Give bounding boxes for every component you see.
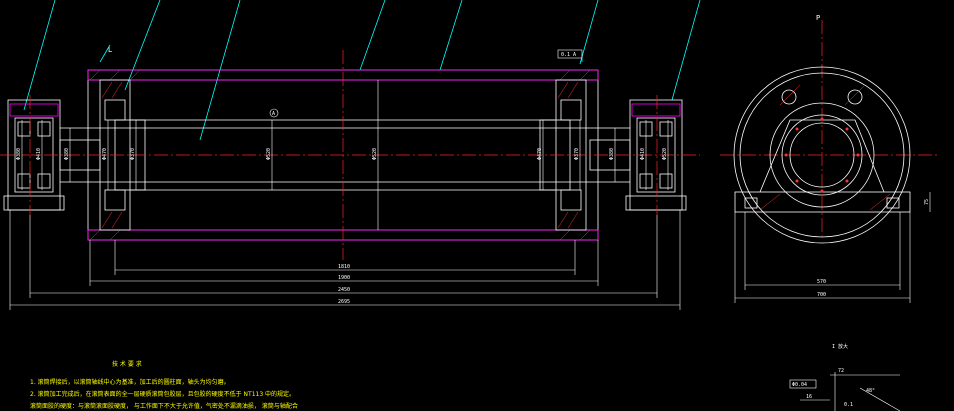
notes-line-3: 滚筒面胶的硬度：与滚筒滚面胶硬度， 与工作面下不大于允许值，气密处不漏滴油损， … (30, 402, 298, 410)
notes-line-1: 1. 滚筒焊接后，以滚筒轴线中心为基准，加工后的圆柱面，轴头为均匀磨。 (30, 378, 230, 386)
dim-2450: 2450 (338, 287, 350, 293)
end-view-dims (734, 192, 931, 303)
dim-v-11: Φ410 (640, 148, 646, 160)
bearing-section (9, 103, 681, 117)
tolerance-frame (557, 49, 583, 59)
dim-v-10: Φ380 (609, 148, 615, 160)
dim-v-2: Φ520 (372, 148, 378, 160)
dim-1900: 1900 (338, 275, 350, 281)
dim-570: 570 (817, 279, 826, 285)
dim-v-4: Φ370 (130, 148, 136, 160)
dim-v-7: Φ380 (16, 148, 22, 160)
detail-val-4: 16 (806, 394, 812, 400)
end-view-hatch (759, 84, 891, 211)
dim-v-1: Φ520 (266, 148, 272, 160)
dim-v-75: 75 (924, 199, 930, 205)
end-view (733, 66, 911, 244)
notes-heading: 技 术 要 求 (112, 360, 142, 368)
dim-700: 700 (817, 292, 826, 298)
balloon-a-label: A (272, 111, 275, 117)
section-mark-p: P (816, 14, 820, 22)
centerlines (0, 20, 940, 260)
dimension-lines (9, 80, 681, 310)
detail-val-1: Φ0.04 (792, 382, 807, 388)
shell-hatch (89, 69, 591, 241)
dim-1810: 1810 (338, 264, 350, 270)
dim-v-5: Φ380 (64, 148, 70, 160)
detail-view (789, 372, 901, 411)
detail-val-5: 0.1 (844, 402, 853, 408)
dim-v-3: Φ470 (102, 148, 108, 160)
detail-mark-l: L (108, 46, 112, 54)
detail-val-3: 48° (866, 388, 875, 394)
dim-v-9: Φ370 (574, 148, 580, 160)
bolt-circle (784, 117, 860, 193)
detail-view-caption: I 放大 (832, 343, 848, 350)
detail-val-2: 72 (838, 368, 844, 374)
dim-v-6: Φ410 (36, 148, 42, 160)
notes-line-2: 2. 滚筒加工完成后，在滚筒表面的全一层硬质滚筒包胶层，且包胶的硬度不低于 NT… (30, 390, 295, 398)
tolerance-frame-text: 0.1 A (561, 52, 576, 58)
dim-v-12: Φ520 (662, 148, 668, 160)
hub-hatch (101, 81, 579, 229)
dim-2695: 2695 (338, 299, 350, 305)
balloon-a (269, 108, 279, 118)
dim-v-8: Φ470 (537, 148, 543, 160)
